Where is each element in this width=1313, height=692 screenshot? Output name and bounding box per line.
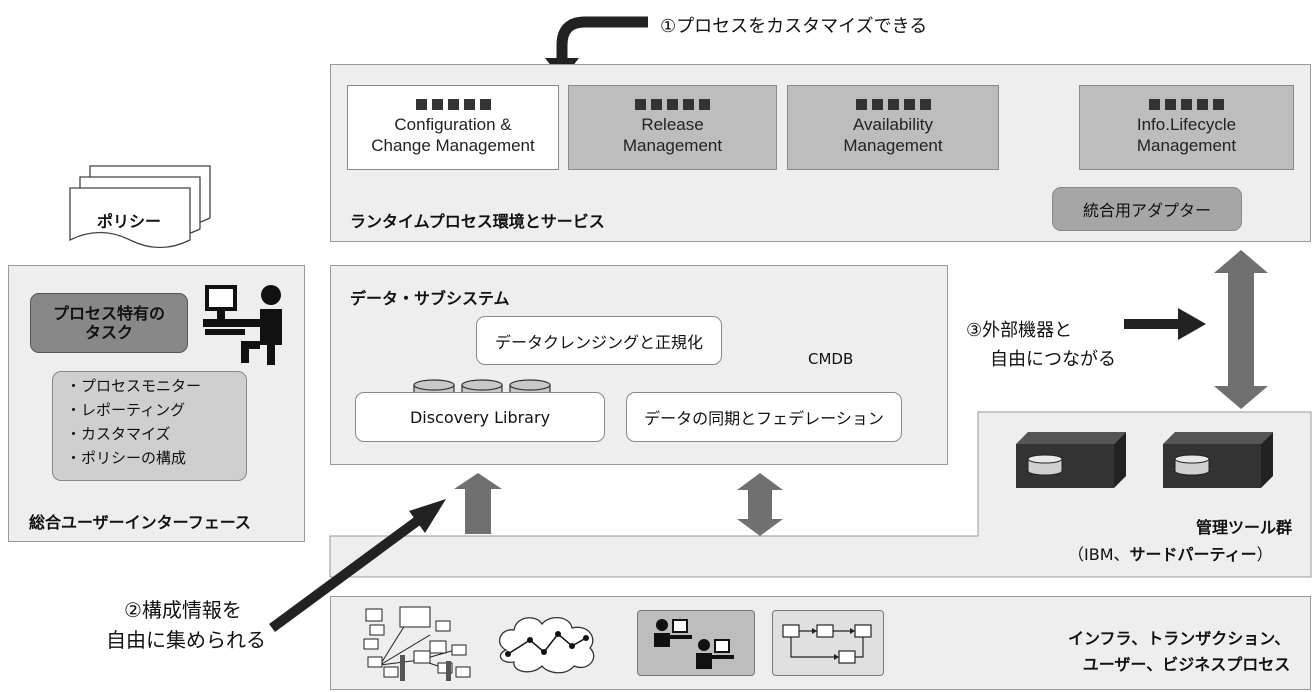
adapter-tools-double-arrow [1214, 250, 1268, 409]
collect-up-arrow [454, 473, 502, 534]
discovery-library-box[interactable]: Discovery Library [355, 392, 605, 442]
module-indicator-icon [1149, 99, 1224, 110]
module-configuration-change[interactable]: Configuration & Change Management [347, 85, 559, 170]
server-icon [1010, 430, 1130, 490]
collect-diagonal-arrow [269, 499, 446, 633]
task-label-line1: プロセス特有の [52, 304, 165, 323]
external-arrow [1124, 308, 1206, 340]
external-annotation-line1: ③外部機器と [966, 320, 1073, 341]
feature-item: ・カスタマイズ [66, 425, 171, 443]
module-info-lifecycle[interactable]: Info.Lifecycle Management [1079, 85, 1294, 170]
module-release[interactable]: Release Management [568, 85, 777, 170]
tools-paren-close: ） [1256, 545, 1273, 564]
operator-desk-icon [203, 283, 288, 366]
infrastructure-label: インフラ、トランザクション、 ユーザー、ビジネスプロセス [1068, 626, 1290, 678]
sync-double-arrow [737, 473, 783, 536]
external-annotation-line2: 自由につながる [990, 349, 1116, 370]
tools-title: 管理ツール群 [1196, 518, 1293, 537]
module-indicator-icon [415, 99, 491, 110]
business-process-flow-icon [772, 610, 884, 676]
network-topology-icon [360, 605, 478, 683]
infrastructure-label-line1: インフラ、トランザクション、 [1068, 629, 1291, 648]
integration-adapter[interactable]: 統合用アダプター [1052, 187, 1242, 231]
users-icon [637, 610, 755, 676]
feature-item: ・レポーティング [66, 401, 186, 419]
collect-annotation-line2: 自由に集められる [106, 628, 266, 652]
module-indicator-icon [855, 99, 931, 110]
task-label-line2: タスク [84, 323, 133, 342]
runtime-title: ランタイムプロセス環境とサービス [350, 212, 605, 231]
external-annotation: ③外部機器と 自由につながる [966, 316, 1116, 374]
collect-annotation-line1: ②構成情報を [124, 598, 242, 622]
module-indicator-icon [635, 99, 710, 110]
module-label: Configuration & [394, 115, 512, 134]
collect-annotation: ②構成情報を 自由に集められる [106, 595, 266, 655]
cmdb-label: CMDB [808, 350, 854, 368]
module-label: Management [622, 136, 723, 155]
infrastructure-label-line2: ユーザー、ビジネスプロセス [1082, 655, 1291, 674]
module-availability[interactable]: Availability Management [787, 85, 999, 170]
tools-third-party: サードパーティー [1129, 545, 1257, 564]
module-label: Change Management [371, 136, 535, 155]
module-label: Availability [852, 115, 933, 134]
module-label: Management [1136, 136, 1237, 155]
data-subsystem-title: データ・サブシステム [350, 289, 510, 308]
tools-subtitle: （IBM、サードパーティー） [1068, 541, 1273, 565]
server-icon [1157, 430, 1277, 490]
module-label: Management [843, 136, 943, 155]
feature-item: ・ポリシーの構成 [66, 449, 187, 467]
data-sync-federation-box[interactable]: データの同期とフェデレーション [626, 392, 902, 442]
module-label: Release [641, 115, 704, 134]
policy-document-stack [69, 165, 211, 249]
customize-arrow [556, 16, 648, 60]
data-cleansing-box[interactable]: データクレンジングと正規化 [476, 316, 722, 365]
ui-feature-list: ・プロセスモニター ・レポーティング ・カスタマイズ ・ポリシーの構成 [52, 371, 247, 481]
customize-annotation: ①プロセスをカスタマイズできる [660, 16, 928, 37]
module-label: Info.Lifecycle [1136, 115, 1237, 134]
feature-item: ・プロセスモニター [66, 377, 202, 395]
tools-ibm: IBM、 [1084, 545, 1130, 564]
tools-paren-open: （ [1068, 545, 1085, 564]
policy-label: ポリシー [97, 212, 162, 231]
cloud-network-icon [492, 610, 602, 676]
ui-panel-title: 総合ユーザーインターフェース [29, 513, 251, 532]
process-task-box[interactable]: プロセス特有の タスク [30, 293, 188, 353]
